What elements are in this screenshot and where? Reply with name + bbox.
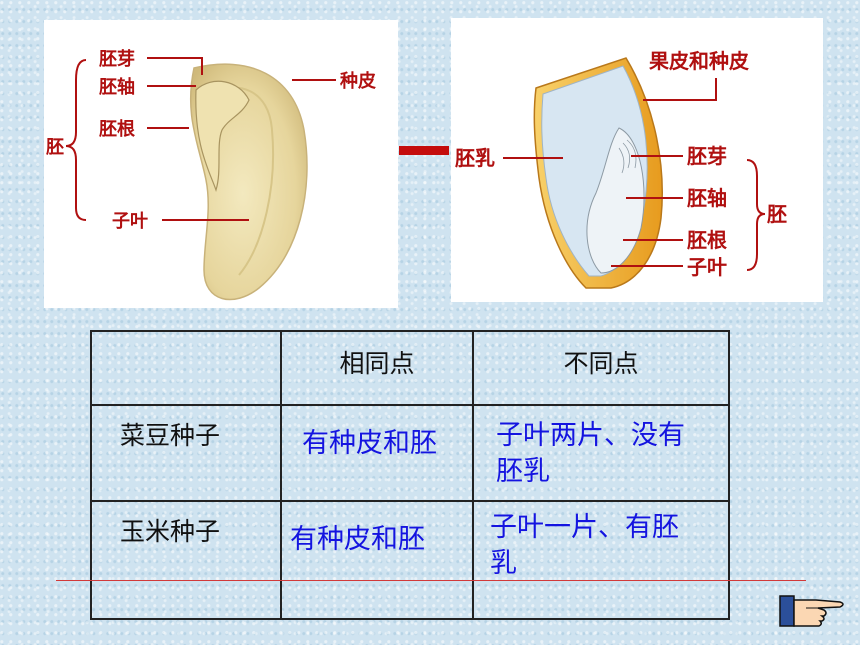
header-cell-empty — [90, 330, 282, 406]
table-row: 玉米种子 有种皮和胚 子叶一片、有胚乳 — [90, 500, 730, 620]
row-label-bean: 菜豆种子 — [90, 404, 282, 502]
label-embryo-bud: 胚芽 — [687, 144, 727, 168]
bean-seed-diagram: 胚芽 胚轴 胚根 子叶 种皮 胚 — [44, 20, 398, 308]
label-embryo-root: 胚根 — [687, 228, 727, 252]
embryo-shape — [195, 80, 250, 192]
corn-seed-diagram: 果皮和种皮 胚乳 胚芽 胚轴 胚根 子叶 胚 — [451, 18, 823, 302]
label-seed-coat: 种皮 — [339, 70, 376, 92]
next-slide-button[interactable] — [778, 590, 848, 636]
corn-same-cell: 有种皮和胚 — [280, 500, 474, 620]
label-cotyledon: 子叶 — [687, 255, 727, 279]
label-embryo: 胚 — [45, 137, 64, 158]
label-embryo-bud: 胚芽 — [98, 48, 135, 70]
corn-diff-answer: 子叶一片、有胚乳 — [490, 512, 679, 579]
connector-bar — [399, 146, 449, 155]
label-endosperm: 胚乳 — [455, 146, 495, 170]
bean-diff-cell: 子叶两片、没有胚乳 — [472, 404, 730, 502]
table-header-row: 相同点 不同点 — [90, 330, 730, 406]
bean-diff-answer: 子叶两片、没有胚乳 — [496, 420, 685, 487]
divider-line — [56, 580, 806, 581]
header-cell-diff: 不同点 — [472, 330, 730, 406]
table-row: 菜豆种子 有种皮和胚 子叶两片、没有胚乳 — [90, 404, 730, 502]
comparison-table: 相同点 不同点 菜豆种子 有种皮和胚 子叶两片、没有胚乳 玉米种子 有种皮和胚 … — [90, 330, 730, 620]
bean-same-cell: 有种皮和胚 — [280, 404, 474, 502]
label-embryo: 胚 — [767, 202, 787, 226]
pointing-hand-icon — [779, 595, 844, 627]
embryo-region — [586, 127, 645, 274]
label-embryo-root: 胚根 — [98, 118, 135, 140]
row-label-corn: 玉米种子 — [90, 500, 282, 620]
bean-same-answer: 有种皮和胚 — [302, 428, 437, 459]
label-embryo-axis: 胚轴 — [98, 76, 135, 98]
header-cell-same: 相同点 — [280, 330, 474, 406]
corn-diff-cell: 子叶一片、有胚乳 — [472, 500, 730, 620]
label-cotyledon: 子叶 — [112, 211, 148, 232]
corn-same-answer: 有种皮和胚 — [290, 524, 425, 555]
label-embryo-axis: 胚轴 — [687, 186, 727, 210]
label-pericarp-seed-coat: 果皮和种皮 — [649, 49, 749, 73]
